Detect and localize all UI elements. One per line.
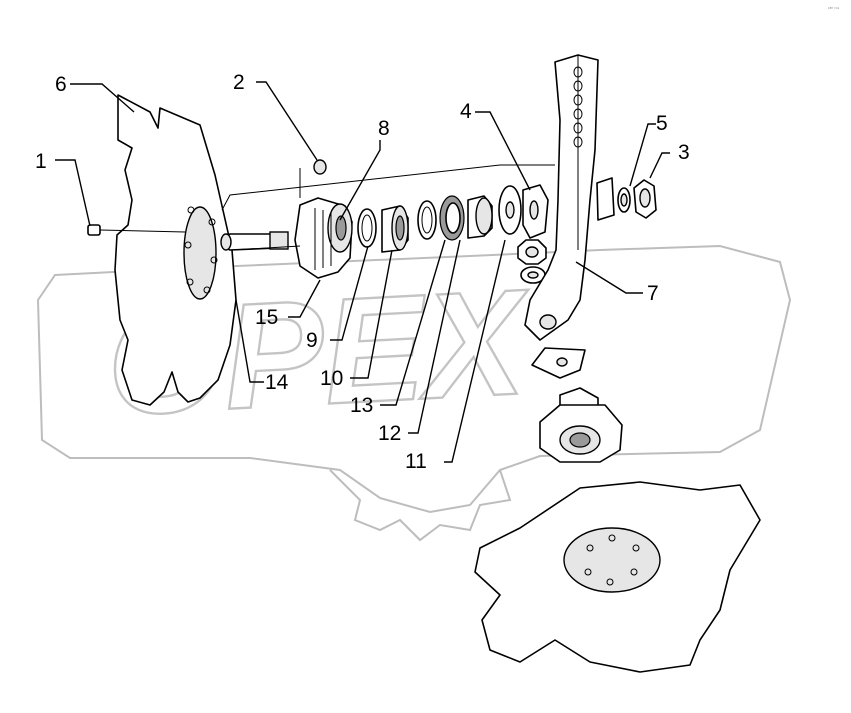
callout-12: 12 xyxy=(378,422,401,445)
assembly-frame xyxy=(221,164,555,251)
corner-note: ᵖ⁴⁰ ⁿᵒᵍ xyxy=(828,6,839,11)
callout-11: 11 xyxy=(405,450,427,473)
bushing-10 xyxy=(381,205,409,253)
lower-hub xyxy=(539,387,623,463)
leader-lines xyxy=(55,81,670,463)
ring-9 xyxy=(357,208,377,248)
callout-7: 7 xyxy=(647,282,659,305)
mounting-arm xyxy=(524,54,615,341)
nut-3 xyxy=(633,179,657,219)
axle-pin xyxy=(220,231,289,251)
callout-2: 2 xyxy=(233,71,245,94)
bolt xyxy=(87,224,186,236)
washer-5 xyxy=(617,187,631,213)
disc-blade-lower xyxy=(474,481,761,673)
washer xyxy=(498,185,522,235)
callout-5: 5 xyxy=(656,112,668,135)
callout-1: 1 xyxy=(35,150,47,173)
callout-6: 6 xyxy=(55,73,67,96)
callout-13: 13 xyxy=(350,394,373,417)
callout-14: 14 xyxy=(265,371,289,394)
spacer-11 xyxy=(467,195,493,239)
nut xyxy=(517,239,547,284)
lock-plate xyxy=(522,184,549,239)
callout-3: 3 xyxy=(678,141,690,164)
callouts: 1 2 3 4 5 6 7 8 9 10 11 12 13 14 15 xyxy=(35,71,690,473)
callout-9: 9 xyxy=(306,329,318,352)
lower-lock-plate xyxy=(531,347,586,379)
ring-13 xyxy=(417,200,437,240)
hub-housing xyxy=(294,197,353,279)
callout-10: 10 xyxy=(320,367,343,390)
grease-nipple xyxy=(313,159,327,175)
callout-4: 4 xyxy=(460,100,472,123)
callout-8: 8 xyxy=(378,117,390,140)
seal-12 xyxy=(439,195,465,241)
disc-blade-left xyxy=(114,94,237,406)
callout-15: 15 xyxy=(255,306,278,329)
